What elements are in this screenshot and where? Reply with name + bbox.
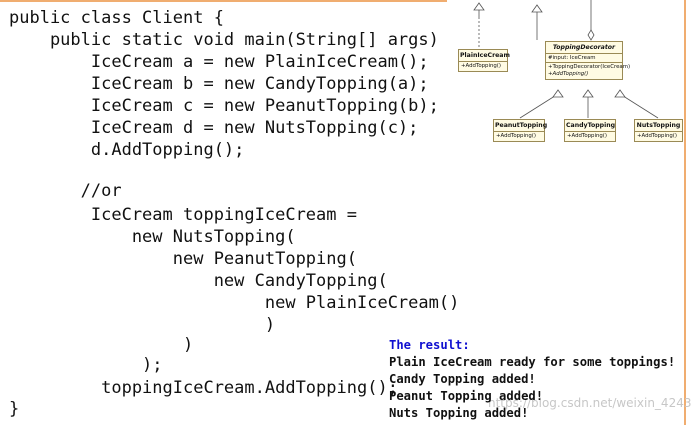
result-line: Plain IceCream ready for some toppings! [389,355,676,369]
uml-class-name: ToppingDecorator [546,42,622,54]
code-line: IceCream d = new NutsTopping(c); [9,118,419,138]
code-line: new PlainIceCream() [9,293,460,313]
candy-arrowhead [582,89,594,98]
result-heading: The result: [389,338,470,352]
nuts-arrowhead [614,89,626,98]
code-line: new NutsTopping( [9,227,296,247]
result-line: Candy Topping added! [389,372,536,386]
uml-method: +AddTopping() [461,63,502,69]
peanut-arrowhead [552,89,564,98]
peanut-inheritance-line [519,93,559,119]
result-output: The result: Plain IceCream ready for som… [389,337,675,422]
uml-method: +AddTopping() [496,133,537,139]
uml-methods: +AddTopping() [459,62,507,71]
uml-class-toppingdecorator: ToppingDecorator #input: IceCream +Toppi… [545,41,631,80]
code-line: } [9,399,20,419]
uml-field: #input: IceCream [546,54,622,63]
uml-methods: +AddTopping() [494,132,544,141]
code-line: ) [9,315,276,335]
code-line: new CandyTopping( [9,271,388,291]
decorator-arrowhead [531,4,543,13]
uml-class-candytopping: CandyTopping +AddTopping() [564,119,616,142]
uml-class-diagram: PlainIceCream +AddTopping() ToppingDecor… [448,0,684,160]
code-block: public class Client { public static void… [9,8,460,419]
code-line: public class Client { [9,8,224,28]
plain-arrowhead [473,2,485,11]
uml-class-plainicecream: PlainIceCream +AddTopping() [458,49,510,72]
uml-method: +AddTopping() [637,133,678,139]
code-line: d.AddTopping(); [9,140,245,160]
uml-class-name: NutsTopping [635,120,682,132]
uml-class-peanuttopping: PeanutTopping +AddTopping() [493,119,547,142]
uml-class-name: PeanutTopping [494,120,547,132]
result-line: Nuts Topping added! [389,406,529,420]
uml-class-nutstopping: NutsTopping +AddTopping() [634,119,683,142]
result-line: Peanut Topping added! [389,389,544,403]
frame-top-border [0,0,447,2]
code-line: ); [9,355,163,375]
code-line: IceCream b = new CandyTopping(a); [9,74,429,94]
uml-methods: +AddTopping() [635,132,682,141]
uml-class-name: PlainIceCream [459,50,510,62]
code-line: toppingIceCream.AddTopping(); [9,378,398,398]
aggregation-diamond [587,29,595,41]
code-line: IceCream c = new PeanutTopping(b); [9,96,439,116]
uml-method: +AddTopping() [548,71,589,77]
uml-methods: +ToppingDecorator(IceCream) +AddTopping(… [546,63,631,79]
uml-methods: +AddTopping() [565,132,615,141]
frame-right-border [684,0,686,425]
uml-connectors [473,0,659,119]
uml-method: +ToppingDecorator(IceCream) [548,64,631,70]
uml-class-name: CandyTopping [565,120,615,132]
code-line: //or [9,181,122,201]
code-line: IceCream toppingIceCream = [9,205,357,225]
code-line: IceCream a = new PlainIceCream(); [9,52,429,72]
code-line: ) [9,335,194,355]
nuts-inheritance-line [619,93,659,119]
uml-method: +AddTopping() [567,133,608,139]
watermark: https://blog.csdn.net/weixin_42431268 [488,396,692,410]
code-line: public static void main(String[] args) { [9,30,460,50]
code-line: new PeanutTopping( [9,249,357,269]
